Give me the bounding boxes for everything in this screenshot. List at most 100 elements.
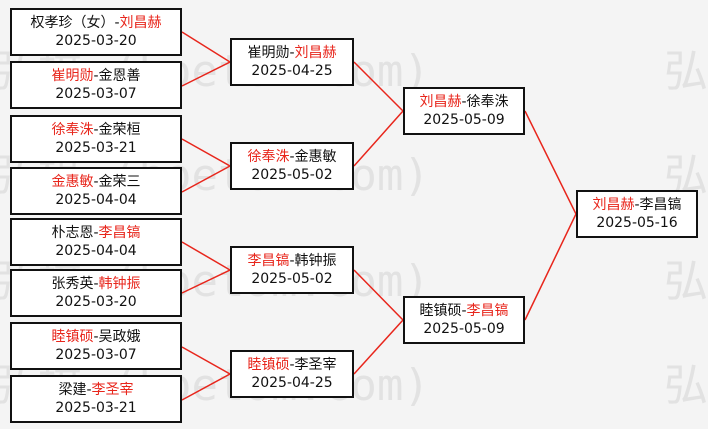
match-players: 崔明勋-金恩善 bbox=[12, 67, 180, 85]
player-2: 李圣宰 bbox=[294, 357, 337, 373]
match-box-round2-1: 崔明勋-刘昌赫 2025-04-25 bbox=[230, 38, 354, 86]
player-2: 刘昌赫 bbox=[119, 15, 162, 31]
match-box-round1-8: 梁建-李圣宰 2025-03-21 bbox=[10, 375, 182, 423]
match-players: 刘昌赫-徐奉洙 bbox=[405, 93, 523, 111]
match-players: 徐奉洙-金荣桓 bbox=[12, 121, 180, 139]
match-date: 2025-05-02 bbox=[251, 271, 333, 287]
player-1: 刘昌赫 bbox=[592, 197, 635, 213]
match-box-round1-2: 崔明勋-金恩善 2025-03-07 bbox=[10, 61, 182, 109]
watermark-text: 弘 bbox=[664, 360, 708, 411]
player-1: 张秀英 bbox=[51, 276, 94, 292]
separator: - bbox=[461, 94, 467, 110]
match-date: 2025-03-20 bbox=[55, 294, 137, 310]
match-box-round1-7: 睦镇硕-吴政娥 2025-03-07 bbox=[10, 322, 182, 370]
player-2: 李昌镐 bbox=[639, 197, 682, 213]
match-players: 张秀英-韩钟振 bbox=[12, 275, 180, 293]
separator: - bbox=[86, 382, 92, 398]
separator: - bbox=[461, 303, 467, 319]
connector-line bbox=[524, 110, 577, 321]
match-players: 睦镇硕-吴政娥 bbox=[12, 328, 180, 346]
connector-line bbox=[181, 31, 232, 87]
match-players: 刘昌赫-李昌镐 bbox=[578, 196, 696, 214]
connector-line bbox=[181, 241, 232, 294]
player-2: 金荣桓 bbox=[98, 122, 141, 138]
player-1: 权孝珍（女） bbox=[30, 15, 115, 31]
match-box-round1-1: 权孝珍（女）-刘昌赫 2025-03-20 bbox=[10, 8, 182, 56]
player-2: 金惠敏 bbox=[294, 149, 337, 165]
match-box-round1-4: 金惠敏-金荣三 2025-04-04 bbox=[10, 167, 182, 215]
player-1: 睦镇硕 bbox=[51, 329, 94, 345]
match-date: 2025-03-20 bbox=[55, 33, 137, 49]
watermark-text: 弘 bbox=[664, 46, 708, 97]
match-date: 2025-05-02 bbox=[251, 167, 333, 183]
player-2: 吴政娥 bbox=[98, 329, 141, 345]
separator: - bbox=[93, 329, 99, 345]
match-players: 梁建-李圣宰 bbox=[12, 381, 180, 399]
match-players: 睦镇硕-李昌镐 bbox=[405, 302, 523, 320]
player-1: 崔明勋 bbox=[51, 68, 94, 84]
separator: - bbox=[93, 276, 99, 292]
match-box-round2-3: 李昌镐-韩钟振 2025-05-02 bbox=[230, 246, 354, 294]
separator: - bbox=[114, 15, 120, 31]
player-1: 崔明勋 bbox=[247, 45, 290, 61]
player-1: 李昌镐 bbox=[247, 253, 290, 269]
match-box-final: 刘昌赫-李昌镐 2025-05-16 bbox=[576, 190, 698, 238]
separator: - bbox=[289, 253, 295, 269]
match-date: 2025-04-04 bbox=[55, 243, 137, 259]
connector-line bbox=[181, 138, 232, 193]
match-players: 徐奉洙-金惠敏 bbox=[232, 148, 352, 166]
separator: - bbox=[93, 225, 99, 241]
match-box-round2-2: 徐奉洙-金惠敏 2025-05-02 bbox=[230, 142, 354, 190]
connector-line bbox=[353, 269, 405, 375]
connector-line bbox=[353, 61, 405, 167]
match-box-round1-6: 张秀英-韩钟振 2025-03-20 bbox=[10, 269, 182, 317]
player-1: 梁建 bbox=[58, 382, 87, 398]
match-box-round2-4: 睦镇硕-李圣宰 2025-04-25 bbox=[230, 350, 354, 398]
match-date: 2025-03-21 bbox=[55, 400, 137, 416]
match-date: 2025-05-16 bbox=[596, 215, 678, 231]
match-box-round3-1: 刘昌赫-徐奉洙 2025-05-09 bbox=[403, 87, 525, 135]
player-1: 徐奉洙 bbox=[247, 149, 290, 165]
player-1: 朴志恩 bbox=[51, 225, 94, 241]
match-date: 2025-03-07 bbox=[55, 86, 137, 102]
match-date: 2025-04-04 bbox=[55, 192, 137, 208]
player-2: 李圣宰 bbox=[91, 382, 134, 398]
match-date: 2025-04-25 bbox=[251, 63, 333, 79]
separator: - bbox=[93, 68, 99, 84]
match-players: 睦镇硕-李圣宰 bbox=[232, 356, 352, 374]
player-2: 李昌镐 bbox=[98, 225, 141, 241]
player-1: 金惠敏 bbox=[51, 174, 94, 190]
player-2: 金荣三 bbox=[98, 174, 141, 190]
player-2: 韩钟振 bbox=[294, 253, 337, 269]
match-box-round3-2: 睦镇硕-李昌镐 2025-05-09 bbox=[403, 296, 525, 344]
player-1: 徐奉洙 bbox=[51, 122, 94, 138]
separator: - bbox=[93, 174, 99, 190]
match-box-round1-5: 朴志恩-李昌镐 2025-04-04 bbox=[10, 218, 182, 266]
match-players: 朴志恩-李昌镐 bbox=[12, 224, 180, 242]
separator: - bbox=[634, 197, 640, 213]
player-2: 徐奉洙 bbox=[466, 94, 509, 110]
player-1: 睦镇硕 bbox=[419, 303, 462, 319]
match-date: 2025-03-07 bbox=[55, 347, 137, 363]
match-players: 李昌镐-韩钟振 bbox=[232, 252, 352, 270]
match-box-round1-3: 徐奉洙-金荣桓 2025-03-21 bbox=[10, 115, 182, 163]
player-2: 韩钟振 bbox=[98, 276, 141, 292]
match-players: 崔明勋-刘昌赫 bbox=[232, 44, 352, 62]
match-date: 2025-03-21 bbox=[55, 140, 137, 156]
player-2: 李昌镐 bbox=[466, 303, 509, 319]
separator: - bbox=[289, 357, 295, 373]
match-players: 权孝珍（女）-刘昌赫 bbox=[12, 14, 180, 32]
player-1: 刘昌赫 bbox=[419, 94, 462, 110]
match-date: 2025-04-25 bbox=[251, 375, 333, 391]
separator: - bbox=[289, 149, 295, 165]
player-1: 睦镇硕 bbox=[247, 357, 290, 373]
player-2: 刘昌赫 bbox=[294, 45, 337, 61]
match-date: 2025-05-09 bbox=[423, 321, 505, 337]
separator: - bbox=[289, 45, 295, 61]
match-date: 2025-05-09 bbox=[423, 112, 505, 128]
player-2: 金恩善 bbox=[98, 68, 141, 84]
watermark-text: 弘 bbox=[664, 256, 708, 307]
connector-line bbox=[181, 346, 232, 401]
match-players: 金惠敏-金荣三 bbox=[12, 173, 180, 191]
